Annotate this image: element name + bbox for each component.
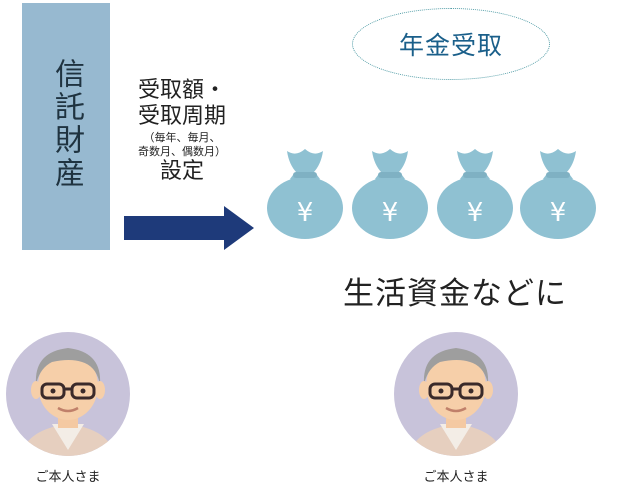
person-label-right: ご本人さま — [423, 470, 489, 485]
yen-symbol: ¥ — [467, 198, 484, 228]
person-avatar-right: ご本人さま — [388, 332, 526, 485]
money-bag-icon: ¥ — [433, 145, 517, 245]
yen-symbol: ¥ — [550, 198, 567, 228]
yen-symbol: ¥ — [382, 198, 399, 228]
pension-receipt-label: 年金受取 — [398, 31, 503, 60]
elderly-person-icon — [394, 332, 518, 456]
living-expenses-caption: 生活資金などに — [343, 276, 567, 312]
setting-line-cycle: 受取周期 — [137, 104, 226, 130]
pension-receipt-badge: 年金受取 — [352, 8, 550, 80]
setting-note-1: （毎年、毎月、 — [143, 130, 221, 144]
setting-description: 受取額・ 受取周期 （毎年、毎月、 奇数月、偶数月） 設定 — [122, 78, 242, 186]
trust-property-box: 信託財産 — [22, 3, 110, 250]
trust-property-label: 信託財産 — [49, 58, 84, 190]
person-avatar-left: ご本人さま — [0, 332, 138, 485]
money-bag-icon: ¥ — [263, 145, 347, 245]
arrow-right-icon — [124, 206, 254, 250]
elderly-person-icon — [6, 332, 130, 456]
setting-note-2: 奇数月、偶数月） — [138, 145, 226, 159]
money-bag-icon: ¥ — [516, 145, 600, 245]
person-label-left: ご本人さま — [35, 470, 101, 485]
setting-line-amount: 受取額・ — [137, 78, 226, 103]
money-bag-icon: ¥ — [348, 145, 432, 245]
setting-line-set: 設定 — [159, 159, 204, 185]
yen-symbol: ¥ — [297, 198, 314, 228]
